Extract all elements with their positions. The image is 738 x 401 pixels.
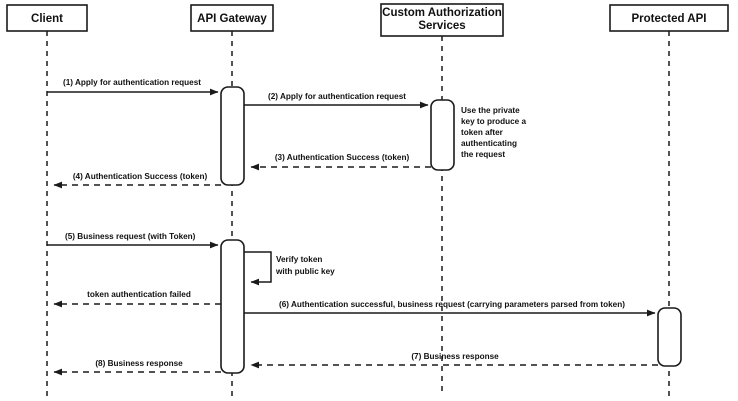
participant-box-api-gateway	[190, 4, 274, 32]
message-2[interactable]: (2) Apply for authentication request	[244, 92, 429, 109]
message-4-label: (4) Authentication Success (token)	[73, 172, 208, 181]
activation-bar-custom-authorization-services	[430, 99, 455, 171]
message-1[interactable]: (1) Apply for authentication request	[47, 78, 219, 96]
note-private-key-line-1: Use the private	[461, 106, 520, 115]
self-message-verify-token-arrow	[244, 251, 272, 286]
message-6[interactable]: (6) Authentication successful, business …	[244, 300, 656, 317]
message-2-label: (2) Apply for authentication request	[268, 92, 406, 101]
self-message-verify-token[interactable]: Verify token with public key	[244, 251, 335, 286]
message-1-label: (1) Apply for authentication request	[63, 78, 201, 87]
activation-bar-api-gateway-auth	[220, 86, 245, 186]
self-message-verify-token-line-1: Verify token	[276, 255, 322, 264]
participant-box-protected-api	[609, 4, 729, 32]
message-8-label: (8) Business response	[95, 359, 183, 368]
note-private-key-line-5: the request	[461, 150, 505, 159]
participant-custom-authorization-services[interactable]: Custom Authorization Services	[380, 3, 504, 37]
note-private-key-line-4: authenticating	[461, 139, 517, 148]
message-3-label: (3) Authentication Success (token)	[275, 153, 410, 162]
self-message-verify-token-line-2: with public key	[275, 267, 335, 276]
message-7-label: (7) Business response	[411, 352, 499, 361]
participant-label-custom-authorization-services-line1: Custom Authorization	[382, 7, 502, 19]
participant-api-gateway[interactable]: API Gateway	[190, 4, 274, 32]
participant-label-protected-api: Protected API	[632, 13, 707, 25]
message-5[interactable]: (5) Business request (with Token)	[47, 232, 219, 249]
participant-label-api-gateway: API Gateway	[197, 13, 267, 25]
participant-label-custom-authorization-services-line2: Services	[418, 20, 465, 32]
participant-box-client	[6, 4, 88, 32]
message-7[interactable]: (7) Business response	[250, 352, 658, 369]
message-8[interactable]: (8) Business response	[53, 359, 221, 376]
note-private-key-line-2: key to produce a	[461, 117, 527, 126]
message-token-authentication-failed-label: token authentication failed	[87, 290, 191, 299]
participant-box-custom-authorization-services	[380, 3, 504, 37]
activation-bar-protected-api	[657, 307, 682, 367]
note-private-key: Use the private key to produce a token a…	[461, 106, 527, 159]
participant-protected-api[interactable]: Protected API	[609, 4, 729, 32]
message-6-label: (6) Authentication successful, business …	[279, 300, 625, 309]
participant-label-client: Client	[31, 13, 63, 25]
message-token-authentication-failed[interactable]: token authentication failed	[53, 290, 221, 308]
message-5-label: (5) Business request (with Token)	[65, 232, 196, 241]
activation-bar-api-gateway-business	[220, 239, 245, 374]
message-3[interactable]: (3) Authentication Success (token)	[250, 153, 431, 171]
participant-client[interactable]: Client	[6, 4, 88, 32]
message-4[interactable]: (4) Authentication Success (token)	[53, 172, 221, 189]
note-private-key-line-3: token after	[461, 128, 504, 137]
